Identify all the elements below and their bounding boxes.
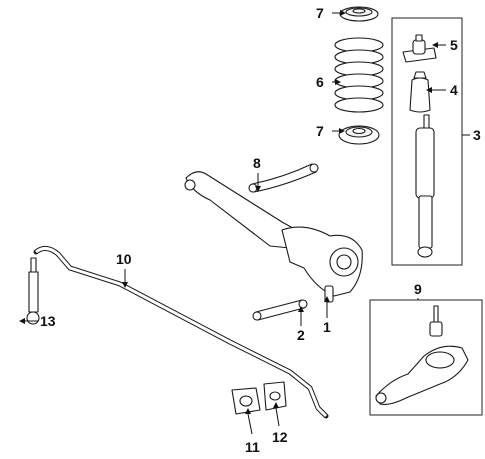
callout-8: 8 (253, 155, 261, 171)
bushing-bracket (263, 381, 287, 411)
upper-control-arm (248, 163, 319, 193)
spring-upper-insulator (339, 6, 379, 22)
stabilizer-bar (33, 246, 329, 419)
coil-spring (334, 37, 384, 113)
callout-3: 3 (473, 127, 481, 143)
knuckle (281, 226, 363, 297)
callout-2: 2 (297, 327, 305, 343)
callout-7-bottom: 7 (316, 123, 324, 139)
callout-6: 6 (316, 74, 324, 90)
callout-10: 10 (116, 251, 132, 267)
leader-lines (25, 12, 470, 435)
callout-7-top: 7 (316, 5, 324, 21)
callout-12: 12 (272, 429, 288, 445)
spring-lower-insulator (338, 125, 380, 145)
callout-11: 11 (245, 439, 260, 455)
callout-4: 4 (450, 82, 458, 98)
stabilizer-link (26, 257, 40, 325)
callout-labels: 7 5 6 4 7 3 8 10 9 13 1 2 12 11 (40, 5, 481, 455)
callout-13: 13 (40, 313, 56, 329)
lower-arm-group-box (369, 299, 483, 416)
lower-control-arm (375, 305, 469, 405)
callout-1: 1 (323, 319, 331, 335)
stabilizer-bushing (231, 387, 261, 415)
shock-absorber (415, 114, 435, 258)
leader-arrowheads (19, 10, 438, 414)
callout-5: 5 (450, 37, 458, 53)
callout-9: 9 (414, 281, 422, 297)
shock-absorber-group-box (391, 17, 463, 266)
toe-link (252, 299, 308, 321)
shock-upper-mount (402, 34, 437, 63)
bump-stop (409, 71, 431, 113)
